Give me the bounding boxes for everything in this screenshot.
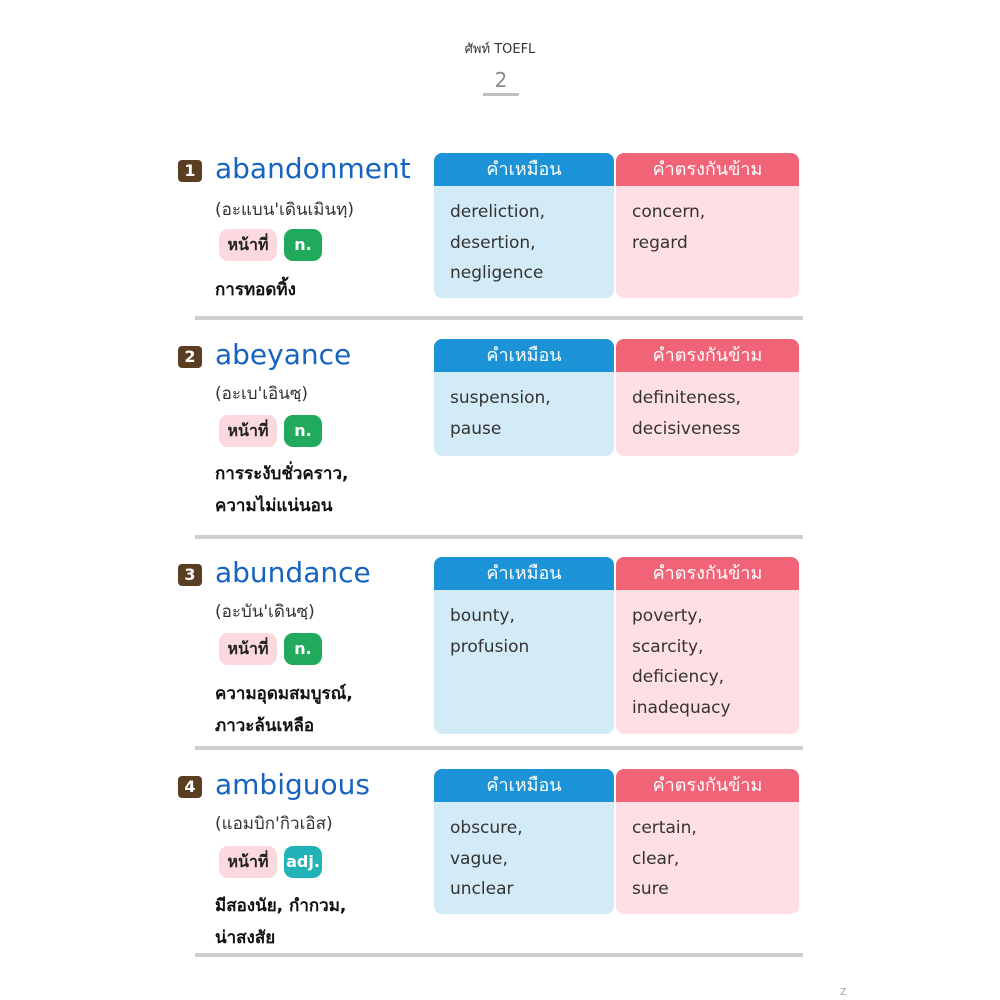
pos-label: หน้าที่ bbox=[219, 415, 277, 447]
synonym-box: คำเหมือน bounty, profusion bbox=[434, 557, 614, 734]
synonym-header: คำเหมือน bbox=[434, 769, 614, 802]
pos-badge-adjective: adj. bbox=[284, 846, 322, 878]
entry-ambiguous: 4 ambiguous (แอมบิก'กิวเอิส) หน้าที่ adj… bbox=[175, 768, 805, 958]
synonym-header: คำเหมือน bbox=[434, 153, 614, 186]
thai-meaning: ความอุดมสมบูรณ์, ภาวะล้นเหลือ bbox=[215, 678, 353, 742]
antonym-item: concern, bbox=[632, 202, 706, 222]
synonym-item: desertion, bbox=[450, 232, 536, 253]
pos-label: หน้าที่ bbox=[219, 633, 277, 665]
pos-label: หน้าที่ bbox=[219, 846, 277, 878]
pronunciation: (อะเบ'เอินซฺ) bbox=[215, 384, 309, 404]
antonym-item: certain, bbox=[632, 818, 697, 838]
antonym-box: คำตรงกันข้าม concern, regard bbox=[616, 153, 799, 298]
entry-number-badge: 1 bbox=[178, 160, 202, 182]
entry-number-badge: 4 bbox=[178, 776, 202, 798]
synonym-list: bounty, profusion bbox=[434, 590, 614, 734]
synonym-box: คำเหมือน dereliction, desertion, neglige… bbox=[434, 153, 614, 298]
thai-meaning: การทอดทิ้ง bbox=[215, 274, 296, 306]
entry-divider bbox=[195, 953, 803, 957]
entry-divider bbox=[195, 316, 803, 320]
pos-badge-noun: n. bbox=[284, 415, 322, 447]
entry-abundance: 3 abundance (อะบัน'เดินซฺ) หน้าที่ n. คว… bbox=[175, 556, 805, 746]
corner-mark: z bbox=[840, 984, 847, 998]
page-number: 2 bbox=[494, 68, 508, 92]
entry-abandonment: 1 abandonment (อะแบน'เดินเมินทฺ) หน้าที่… bbox=[175, 152, 805, 302]
synonym-item: pause bbox=[450, 418, 502, 439]
antonym-item: inadequacy bbox=[632, 697, 731, 718]
pronunciation: (อะบัน'เดินซฺ) bbox=[215, 602, 315, 622]
pos-badge-noun: n. bbox=[284, 229, 322, 261]
entry-divider bbox=[195, 746, 803, 750]
antonym-item: definiteness, bbox=[632, 388, 741, 408]
antonym-header: คำตรงกันข้าม bbox=[616, 339, 799, 372]
synonym-item: negligence bbox=[450, 263, 544, 283]
antonym-item: sure bbox=[632, 879, 669, 899]
synonym-item: dereliction, bbox=[450, 202, 546, 222]
meaning-line: น่าสงสัย bbox=[215, 928, 276, 948]
antonym-list: poverty, scarcity, deficiency, inadequac… bbox=[616, 590, 799, 734]
thai-meaning: มีสองนัย, กำกวม, น่าสงสัย bbox=[215, 890, 346, 954]
pronunciation: (อะแบน'เดินเมินทฺ) bbox=[215, 200, 354, 220]
pos-badge-noun: n. bbox=[284, 633, 322, 665]
meaning-line: การทอดทิ้ง bbox=[215, 280, 296, 300]
antonym-list: definiteness, decisiveness bbox=[616, 372, 799, 456]
synonym-item: profusion bbox=[450, 636, 530, 657]
antonym-box: คำตรงกันข้าม certain, clear, sure bbox=[616, 769, 799, 914]
antonym-item: deficiency, bbox=[632, 667, 725, 687]
antonym-list: certain, clear, sure bbox=[616, 802, 799, 914]
meaning-line: ภาวะล้นเหลือ bbox=[215, 716, 315, 736]
synonym-item: suspension, bbox=[450, 388, 551, 408]
pronunciation: (แอมบิก'กิวเอิส) bbox=[215, 814, 333, 834]
running-header: ศัพท์ TOEFL bbox=[464, 42, 536, 57]
entry-number-badge: 3 bbox=[178, 564, 202, 586]
synonym-header: คำเหมือน bbox=[434, 339, 614, 372]
thai-meaning: การระงับชั่วคราว, ความไม่แน่นอน bbox=[215, 458, 348, 522]
entry-divider bbox=[195, 535, 803, 539]
headword: ambiguous bbox=[215, 768, 370, 801]
antonym-item: clear, bbox=[632, 848, 680, 869]
headword: abundance bbox=[215, 556, 371, 589]
synonym-box: คำเหมือน suspension, pause bbox=[434, 339, 614, 456]
antonym-box: คำตรงกันข้าม poverty, scarcity, deficien… bbox=[616, 557, 799, 734]
pos-label: หน้าที่ bbox=[219, 229, 277, 261]
entry-number-badge: 2 bbox=[178, 346, 202, 368]
antonym-item: poverty, bbox=[632, 606, 703, 626]
antonym-box: คำตรงกันข้าม definiteness, decisiveness bbox=[616, 339, 799, 456]
synonym-list: obscure, vague, unclear bbox=[434, 802, 614, 914]
antonym-header: คำตรงกันข้าม bbox=[616, 153, 799, 186]
headword: abandonment bbox=[215, 152, 411, 185]
synonym-list: dereliction, desertion, negligence bbox=[434, 186, 614, 298]
meaning-line: ความไม่แน่นอน bbox=[215, 496, 333, 516]
synonym-header: คำเหมือน bbox=[434, 557, 614, 590]
synonym-item: obscure, bbox=[450, 818, 523, 838]
synonym-box: คำเหมือน obscure, vague, unclear bbox=[434, 769, 614, 914]
synonym-list: suspension, pause bbox=[434, 372, 614, 456]
synonym-item: vague, bbox=[450, 848, 508, 869]
antonym-item: scarcity, bbox=[632, 636, 704, 657]
headword: abeyance bbox=[215, 338, 352, 371]
antonym-header: คำตรงกันข้าม bbox=[616, 769, 799, 802]
meaning-line: มีสองนัย, กำกวม, bbox=[215, 896, 347, 916]
antonym-item: regard bbox=[632, 232, 688, 253]
antonym-list: concern, regard bbox=[616, 186, 799, 298]
meaning-line: การระงับชั่วคราว, bbox=[215, 464, 349, 484]
synonym-item: bounty, bbox=[450, 606, 515, 626]
antonym-item: decisiveness bbox=[632, 418, 741, 439]
antonym-header: คำตรงกันข้าม bbox=[616, 557, 799, 590]
entry-abeyance: 2 abeyance (อะเบ'เอินซฺ) หน้าที่ n. การร… bbox=[175, 338, 805, 528]
synonym-item: unclear bbox=[450, 879, 514, 899]
page-number-underline bbox=[483, 93, 519, 96]
meaning-line: ความอุดมสมบูรณ์, bbox=[215, 684, 353, 704]
